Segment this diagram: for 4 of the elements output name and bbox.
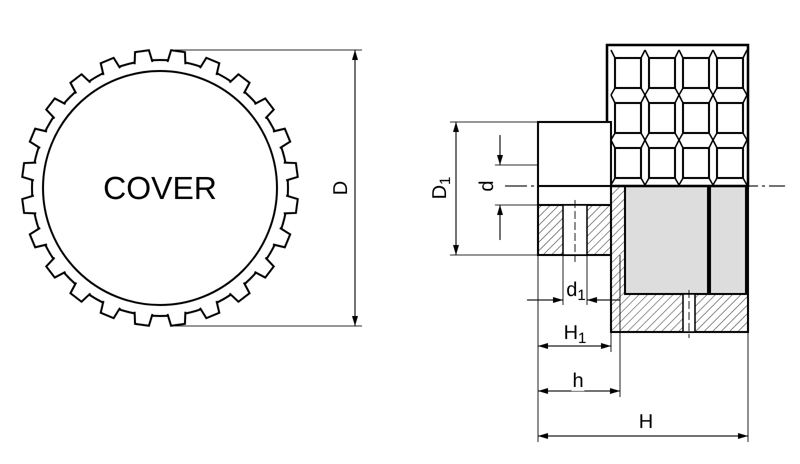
dimension-label: h [571,371,585,391]
cover-text: COVER [103,169,217,208]
dimension-label: d$_{1}$ [565,280,587,300]
dimension-label: H$_{1}$ [562,323,588,343]
